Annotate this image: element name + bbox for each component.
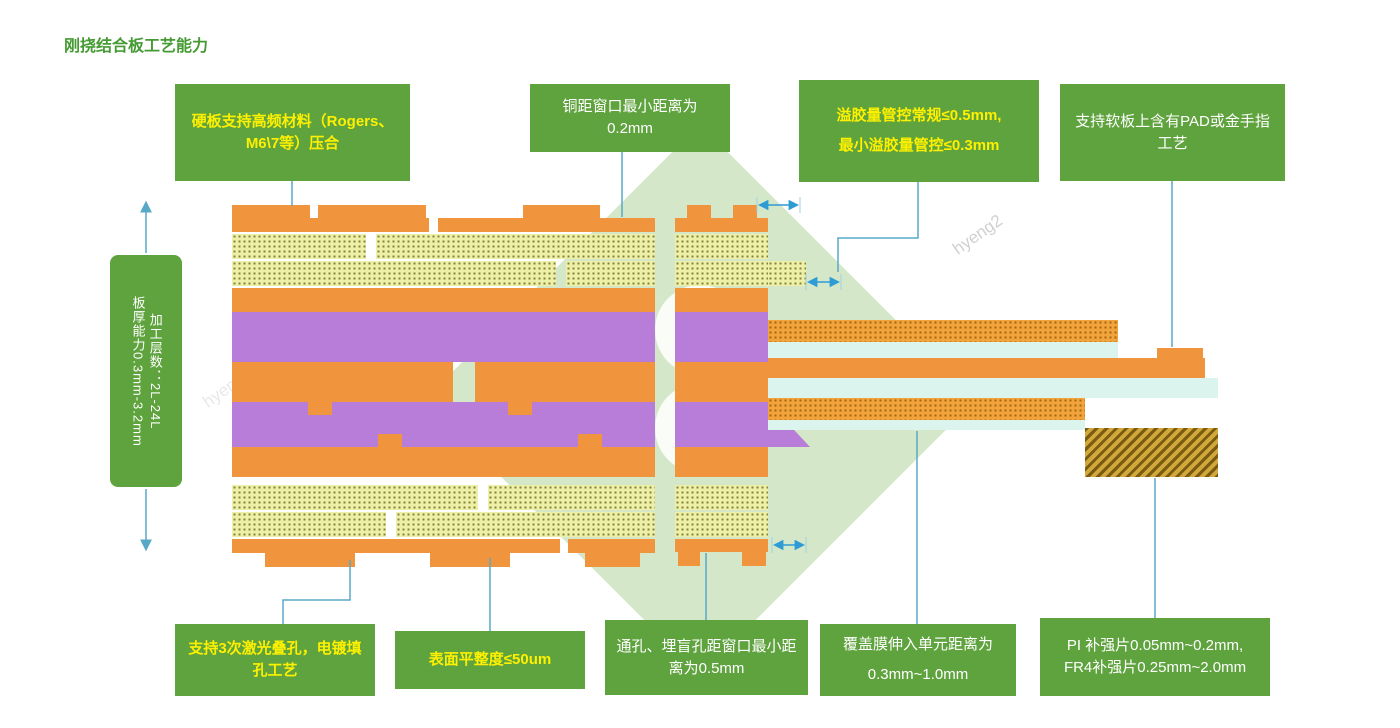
layer-copper-pad — [265, 553, 355, 567]
layer-copper-pad — [378, 434, 402, 447]
layer-copper-pad — [523, 205, 600, 219]
label-stiffener-line1: PI 补强片0.05mm~0.2mm, — [1066, 637, 1244, 655]
layer-copper — [675, 362, 768, 402]
label-resin-line2: 最小溢胶量管控≤0.3mm — [838, 137, 1000, 154]
layer-copper — [438, 218, 655, 232]
layer-core — [232, 312, 655, 362]
label-resin-control: 溢胶量管控常规≤0.5mm, 最小溢胶量管控≤0.3mm — [799, 80, 1039, 182]
layer-copper — [475, 362, 655, 402]
layer-copper — [232, 362, 453, 402]
layer-copper — [675, 288, 768, 312]
label-board-thickness: 板厚能力0.3mm-3.2mm 加工层数：2L-24L — [110, 255, 182, 487]
layer-prepreg — [376, 234, 655, 259]
thickness-line2: 加工层数：2L-24L — [147, 312, 163, 430]
layer-coverlay — [768, 420, 1085, 430]
label-laser-via-text: 支持3次激光叠孔，电镀填孔工艺 — [188, 640, 362, 679]
layer-prepreg — [675, 512, 768, 537]
label-soft-board-text: 支持软板上含有PAD或金手指工艺 — [1075, 112, 1270, 152]
layer-prepreg — [232, 261, 556, 286]
label-soft-board: 支持软板上含有PAD或金手指工艺 — [1060, 84, 1285, 181]
layer-copper — [232, 539, 560, 553]
layer-prepreg — [232, 512, 386, 537]
label-laser-via: 支持3次激光叠孔，电镀填孔工艺 — [175, 624, 375, 696]
layer-copper — [232, 447, 655, 477]
layer-copper — [675, 539, 768, 552]
layer-coverlay — [768, 378, 1218, 398]
label-board-thickness-text: 板厚能力0.3mm-3.2mm 加工层数：2L-24L — [127, 296, 165, 447]
layer-copper-pad — [1157, 348, 1203, 358]
label-coverlay: 覆盖膜伸入单元距离为 0.3mm~1.0mm — [820, 624, 1016, 696]
layer-copper-pad — [687, 205, 711, 219]
layer-copper — [568, 539, 655, 553]
page-title: 刚挠结合板工艺能力 — [64, 38, 209, 55]
layer-prepreg — [566, 261, 655, 286]
label-stiffener-line2: FR4补强片0.25mm~2.0mm — [1063, 659, 1247, 676]
thickness-line1: 板厚能力0.3mm-3.2mm — [130, 295, 146, 447]
layer-core — [675, 402, 768, 447]
leader-line — [837, 182, 919, 272]
layer-copper — [232, 218, 429, 232]
label-copper-window-text: 铜距窗口最小距离为0.2mm — [562, 98, 698, 137]
layer-copper-pad — [318, 205, 426, 219]
label-flatness-text: 表面平整度≤50um — [428, 651, 552, 669]
layer-copper-pad — [578, 434, 602, 447]
layer-stiffener — [1085, 428, 1218, 477]
layer-prepreg — [675, 234, 768, 259]
layer-coverlay — [768, 342, 1118, 358]
layer-copper-pad — [678, 552, 700, 566]
label-hard-board-text: 硬板支持高频材料（Rogers、M6\7等）压合 — [191, 112, 394, 152]
layer-prepreg — [675, 261, 768, 286]
label-copper-window: 铜距窗口最小距离为0.2mm — [530, 84, 730, 152]
leader-line — [282, 560, 351, 624]
layer-copper — [232, 288, 655, 312]
layer-copper — [675, 447, 768, 477]
layer-copper-pad — [508, 402, 532, 415]
layer-prepreg — [675, 485, 768, 510]
layer-copper-pad — [232, 205, 310, 219]
layer-prepreg-resin-bleed — [768, 261, 806, 286]
layer-copper-pad — [585, 553, 640, 567]
layer-prepreg — [488, 485, 655, 510]
layer-copper-pad — [733, 205, 757, 219]
layer-core — [675, 312, 768, 362]
layer-copper — [675, 218, 768, 232]
label-flatness: 表面平整度≤50um — [395, 631, 585, 689]
layer-prepreg — [396, 512, 655, 537]
label-coverlay-line2: 0.3mm~1.0mm — [867, 666, 969, 683]
layer-prepreg — [232, 485, 478, 510]
label-resin-line1: 溢胶量管控常规≤0.5mm, — [836, 107, 1002, 125]
label-through-hole-text: 通孔、埋盲孔距窗口最小距离为0.5mm — [616, 637, 797, 677]
layer-prepreg — [232, 234, 366, 259]
label-through-hole: 通孔、埋盲孔距窗口最小距离为0.5mm — [605, 620, 808, 695]
layer-copper-pad — [308, 402, 332, 415]
layer-flex-copper — [768, 398, 1085, 420]
label-coverlay-line1: 覆盖膜伸入单元距离为 — [842, 636, 993, 654]
label-hard-board: 硬板支持高频材料（Rogers、M6\7等）压合 — [175, 84, 410, 181]
label-stiffener: PI 补强片0.05mm~0.2mm, FR4补强片0.25mm~2.0mm — [1040, 618, 1270, 696]
layer-flex-copper — [768, 320, 1118, 342]
layer-copper-pad — [742, 552, 766, 566]
layer-flex-copper — [768, 358, 1205, 378]
